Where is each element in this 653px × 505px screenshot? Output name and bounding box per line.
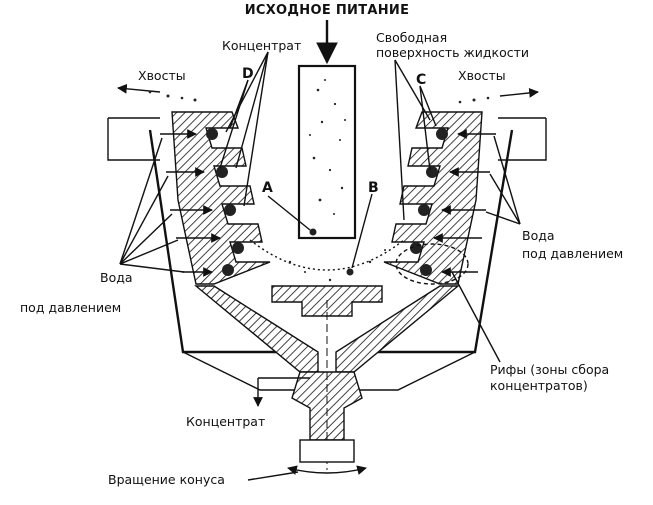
concentrate-outlet-arrow — [253, 377, 310, 407]
water-left-label-line2: под давлением — [20, 300, 121, 315]
riffles-label-line2: концентратов) — [490, 378, 588, 393]
outer-housing — [107, 117, 547, 391]
cone-rotation-label: Вращение конуса — [108, 472, 225, 487]
tails-arrow-right — [458, 88, 539, 104]
cone-wall-right — [383, 111, 483, 285]
tails-right-label: Хвосты — [458, 68, 506, 83]
water-arrows-right — [433, 129, 521, 277]
slurry-surface — [249, 228, 405, 282]
cone-wall-left — [171, 111, 271, 285]
point-a-label: A — [262, 180, 273, 196]
rotor-body — [194, 285, 460, 470]
free-surface-label-line1: Свободная — [376, 30, 447, 45]
riffles-label-line1: Рифы (зоны сбора — [490, 362, 609, 377]
concentrate-bottom-label: Концентрат — [186, 414, 265, 429]
water-right-label-line2: под давлением — [522, 246, 623, 261]
water-arrows-left — [119, 129, 221, 277]
concentrate-top-label: Концентрат — [222, 38, 301, 53]
point-d-label: D — [242, 66, 254, 82]
point-b-label: B — [368, 180, 379, 196]
tails-arrow-left — [117, 83, 197, 102]
leader-lines — [219, 51, 501, 363]
rotation-arrow — [247, 465, 367, 481]
point-c-label: C — [416, 72, 426, 88]
tails-left-label: Хвосты — [138, 68, 186, 83]
free-surface-label-line2: поверхность жидкости — [376, 45, 529, 60]
water-right-label-line1: Вода — [522, 228, 555, 243]
feed-pipe — [297, 64, 357, 240]
water-left-label-line1: Вода — [100, 270, 133, 285]
feed-label: ИСХОДНОЕ ПИТАНИЕ — [245, 3, 410, 18]
